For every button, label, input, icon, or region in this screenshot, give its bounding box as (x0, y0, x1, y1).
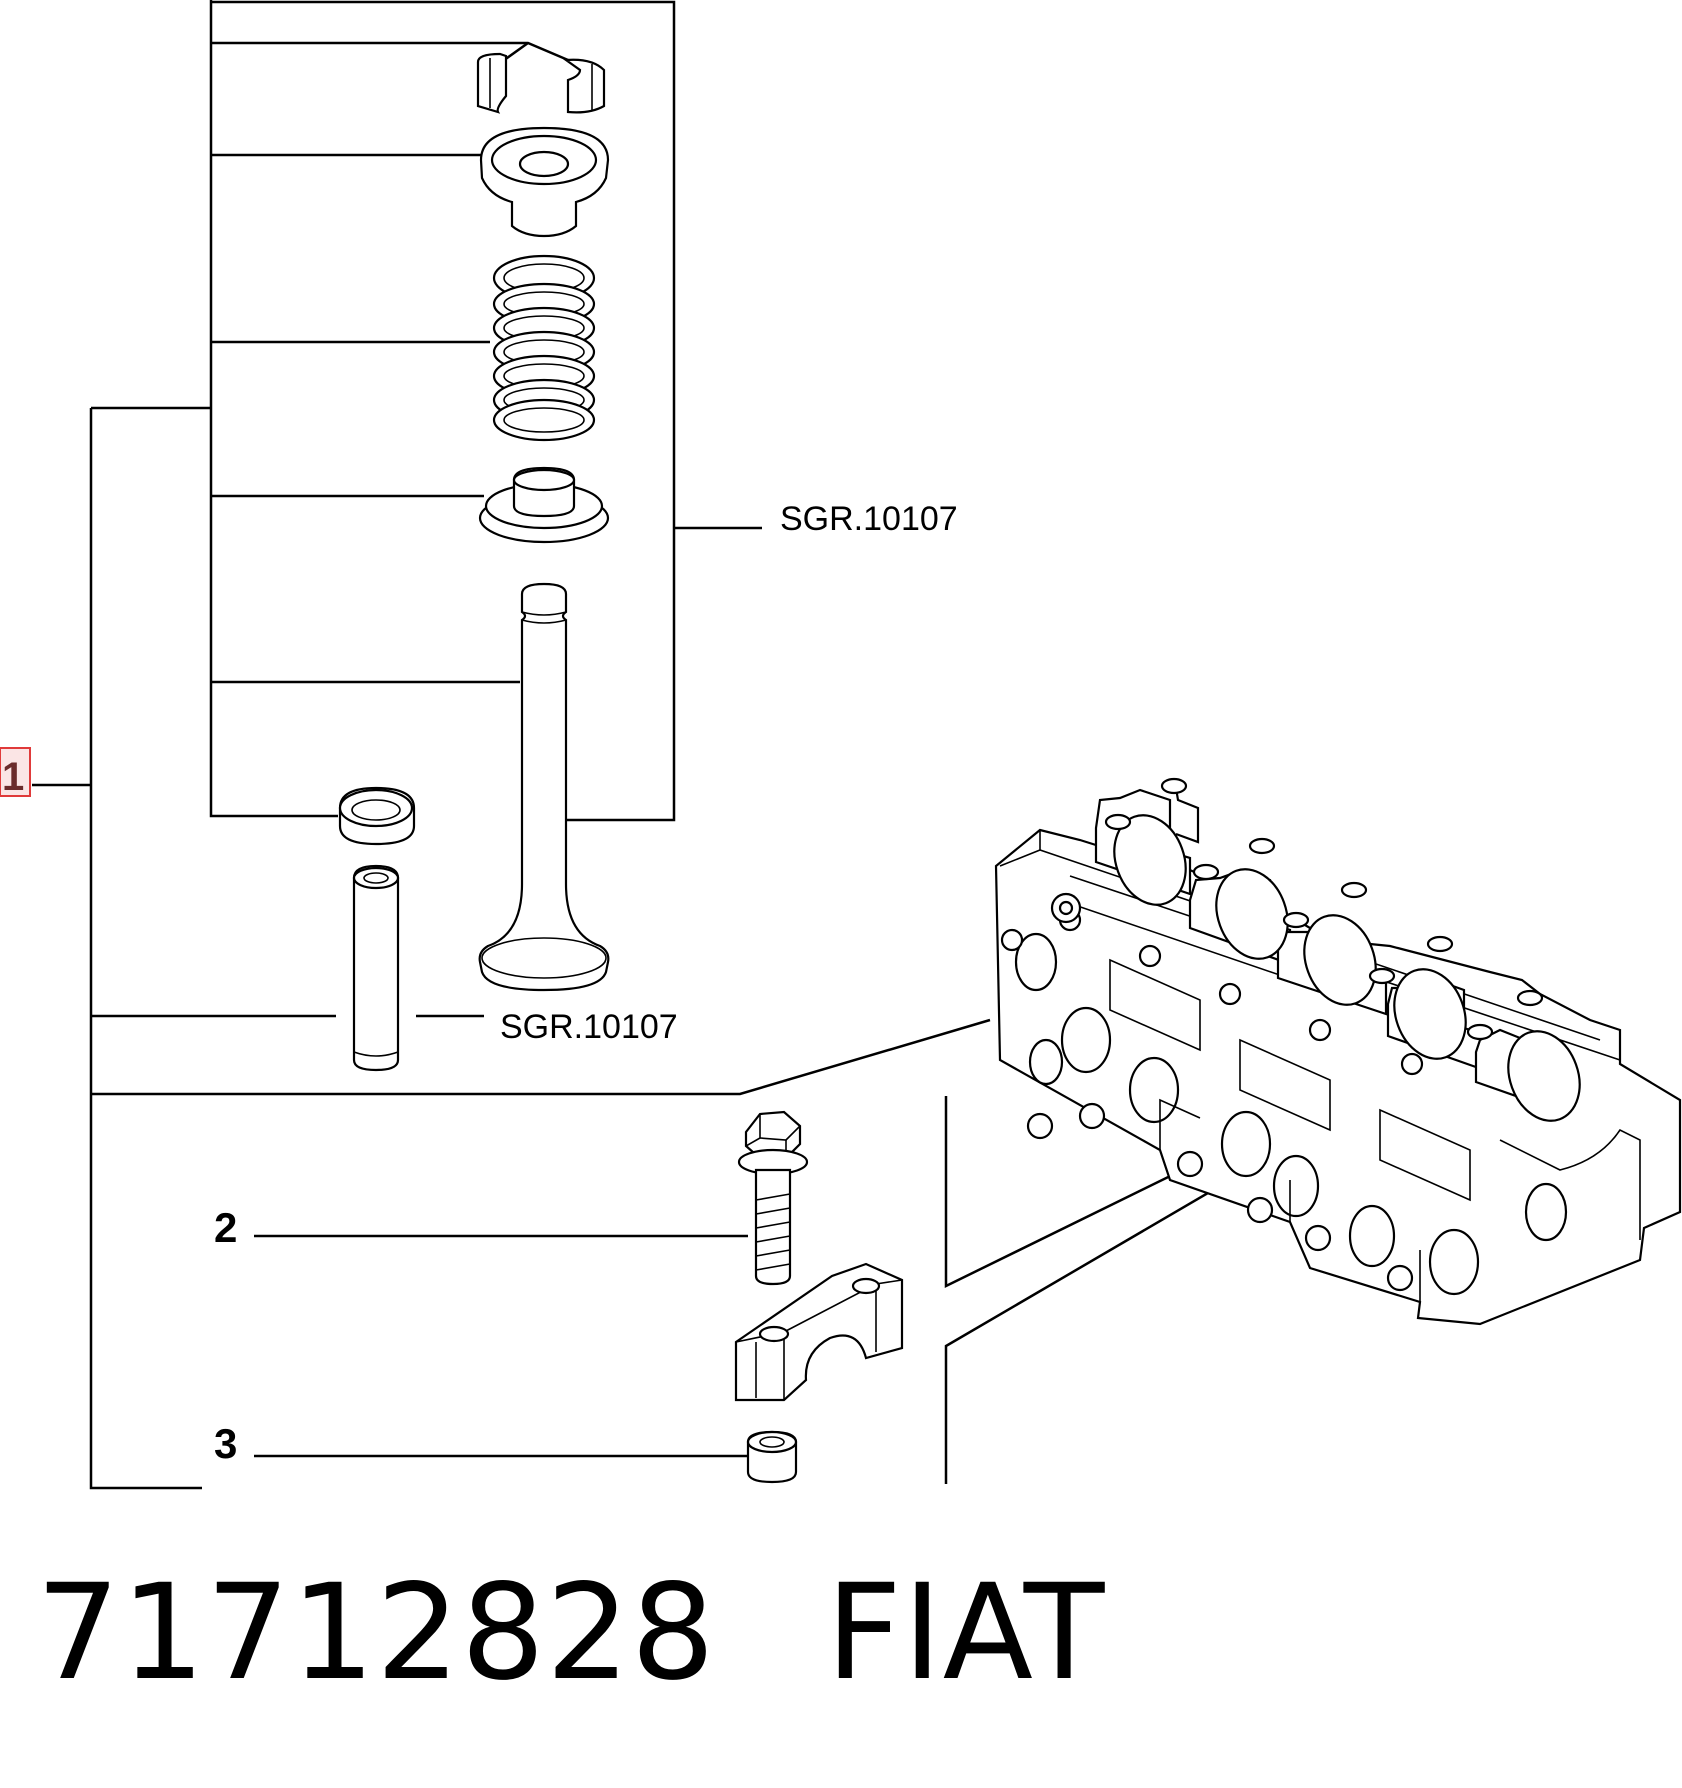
part-number: 71712828 (36, 1556, 716, 1710)
footer-caption: 71712828 FIAT (36, 1556, 1105, 1710)
cap-bolts (1104, 777, 1544, 1041)
callout-2: 2 (214, 1204, 237, 1251)
camshaft-cap-bolt (737, 1110, 809, 1286)
dowel-sleeve (746, 1430, 798, 1484)
callout-3: 3 (214, 1420, 237, 1467)
valve-collets (476, 52, 606, 114)
camshaft-bearing-cap (734, 1262, 904, 1402)
valve-stem-seal (338, 786, 416, 846)
reference-guide-group: SGR.10107 (500, 1008, 678, 1046)
cylinder-head-assembly (994, 777, 1682, 1326)
callout-1: 1 (2, 755, 24, 799)
spring-retainer-upper (479, 126, 610, 238)
spring-seat-lower (478, 466, 610, 544)
brand-name: FIAT (825, 1556, 1106, 1710)
valve-guide (352, 864, 400, 1072)
valve (478, 582, 610, 992)
reference-valve-group: SGR.10107 (780, 500, 958, 538)
head-ports (1000, 892, 1568, 1296)
callout-1-box (0, 747, 31, 797)
leader-lines (32, 0, 1471, 1490)
valve-spring (492, 254, 596, 442)
labels: 1 2 3 SGR.10107 SGR.10107 (0, 500, 958, 1467)
